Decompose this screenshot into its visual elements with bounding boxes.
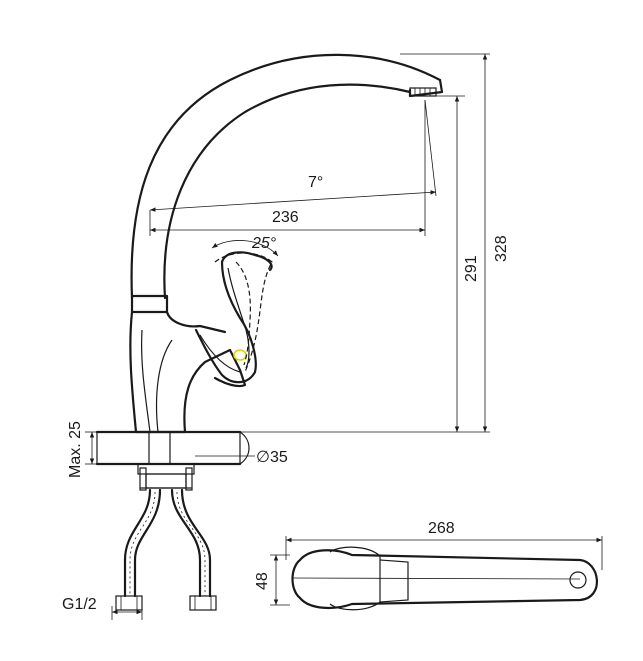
aerator bbox=[409, 87, 437, 97]
diameter-label: ∅35 bbox=[256, 449, 288, 466]
faucet-side-view bbox=[129, 53, 444, 434]
max-thickness-label: Max. 25 bbox=[67, 421, 84, 478]
handle-length-label: 268 bbox=[428, 520, 455, 537]
spout-inner bbox=[163, 83, 412, 300]
counter-section bbox=[95, 430, 250, 491]
spout-reach-label: 236 bbox=[272, 209, 299, 226]
spout-height-label: 291 bbox=[463, 255, 480, 282]
spout-angle-label: 7° bbox=[308, 174, 323, 191]
handle-width-label: 48 bbox=[254, 572, 271, 590]
thread-label: G1/2 bbox=[62, 596, 97, 613]
handle-angle-label: 25° bbox=[251, 235, 277, 252]
lever-handle bbox=[194, 251, 273, 384]
outlet-icon bbox=[569, 571, 587, 589]
faucet-body bbox=[129, 310, 247, 434]
dimension-lines bbox=[85, 53, 490, 620]
total-height-label: 328 bbox=[493, 235, 510, 262]
supply-hoses bbox=[115, 488, 217, 611]
fitting-right bbox=[189, 595, 217, 611]
spout-collar bbox=[130, 294, 169, 314]
hose-right bbox=[170, 488, 202, 598]
handle-indicator-icon bbox=[233, 349, 247, 361]
fitting-left bbox=[115, 595, 143, 611]
spout-outer bbox=[130, 53, 442, 300]
top-view-handle bbox=[270, 536, 603, 611]
hose-left bbox=[123, 488, 152, 598]
top-view-outline bbox=[291, 549, 598, 610]
